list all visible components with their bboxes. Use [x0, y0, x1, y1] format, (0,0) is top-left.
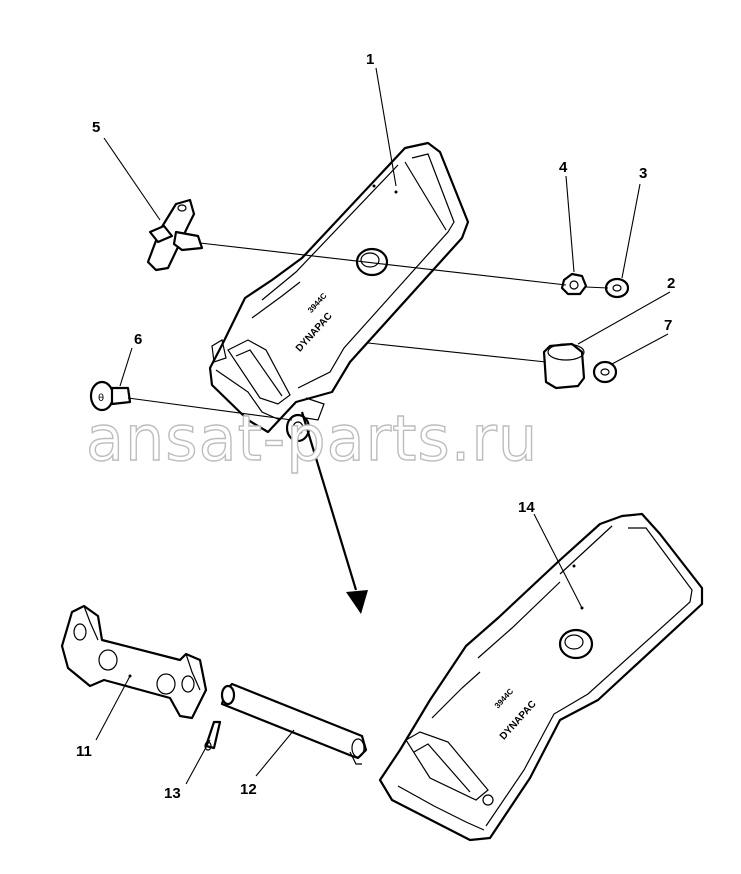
- part-3-washer: [604, 277, 630, 299]
- part-2-cap: [542, 342, 586, 390]
- part-12-pin: [220, 682, 368, 765]
- callout-5: 5: [92, 119, 100, 136]
- assembly-lines: [127, 242, 609, 614]
- callout-2: 2: [667, 275, 675, 292]
- part-14-pad: DYNAPAC 3944C: [378, 512, 704, 842]
- part-5-t-bolt: [146, 198, 204, 272]
- part-7-washer: [592, 360, 618, 384]
- callout-11: 11: [76, 743, 92, 760]
- assembly-arrow-head: [346, 590, 368, 614]
- callout-4: 4: [559, 159, 568, 176]
- part-11-bracket: [60, 604, 208, 720]
- callout-1: 1: [366, 51, 374, 68]
- callout-3: 3: [639, 165, 647, 182]
- callout-7: 7: [664, 317, 672, 334]
- callout-labels: 1 5 4 3 2 7 6 14 11 12 13: [76, 51, 675, 802]
- svg-text:θ: θ: [98, 393, 104, 404]
- part-1-pad-assembly: DYNAPAC 3944C: [208, 141, 470, 443]
- watermark-text: ansat-parts.ru: [86, 402, 538, 475]
- callout-14: 14: [518, 499, 535, 516]
- part-6-screw: θ: [89, 380, 132, 412]
- callout-6: 6: [134, 331, 142, 348]
- callout-13: 13: [164, 785, 181, 802]
- part-4-nut: [560, 272, 588, 296]
- leader-lines: [95, 67, 671, 785]
- callout-12: 12: [240, 781, 257, 798]
